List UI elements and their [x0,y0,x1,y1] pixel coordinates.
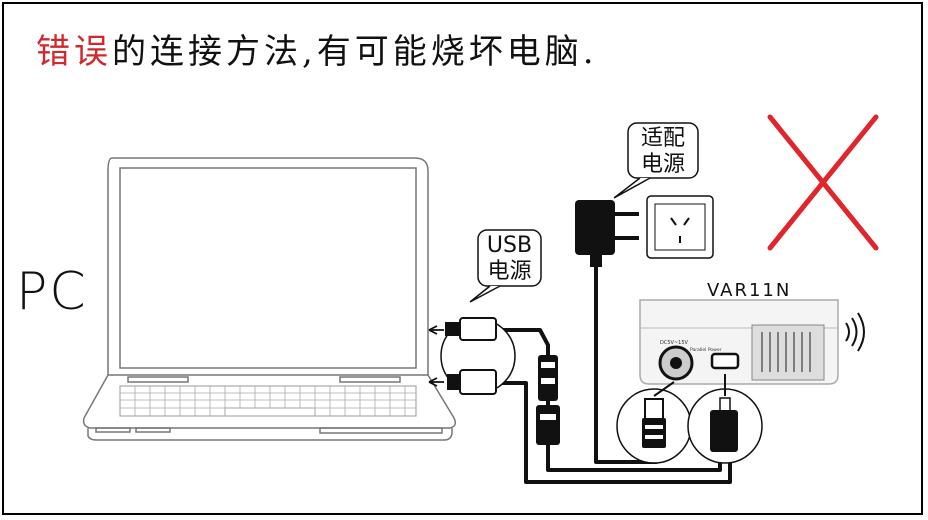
adapter-bubble [613,122,699,199]
splitter-barrel [536,355,560,445]
laptop [82,157,457,441]
keyboard-keys [120,386,416,416]
pc-label: PC [16,262,88,322]
parallel-port-label: Parallel Power [690,347,722,353]
adapter-bubble-text: 适配 电源 [628,126,698,178]
wireless-signal-icon [845,312,865,352]
usb-bubble [469,229,542,303]
device-name-label: VAR11N [707,280,792,301]
adapter-bubble-line1: 适配 [640,126,685,151]
var11n-device: DC5V~15V Parallel Power [639,299,839,385]
title-rest-text: 的连接方法,有可能烧坏电脑. [112,32,598,72]
wall-outlet-icon [646,195,714,259]
usb-bubble-line2: 电源 [487,259,532,284]
usb-bubble-text: USB 电源 [478,233,541,285]
micro-usb-plug-lens [687,374,763,464]
power-adapter [575,200,639,267]
adapter-bubble-line2: 电源 [640,152,685,177]
usb-bubble-line1: USB [486,233,533,258]
wrong-cross-icon [767,114,879,251]
usb-connector-lens [428,317,516,395]
dc-plug-lens [616,381,692,464]
frame-border [2,2,923,515]
diagram-title: 错误的连接方法,有可能烧坏电脑. [36,24,598,73]
title-wrong-text: 错误 [36,32,112,72]
dc-port-label: DC5V~15V [660,340,688,346]
